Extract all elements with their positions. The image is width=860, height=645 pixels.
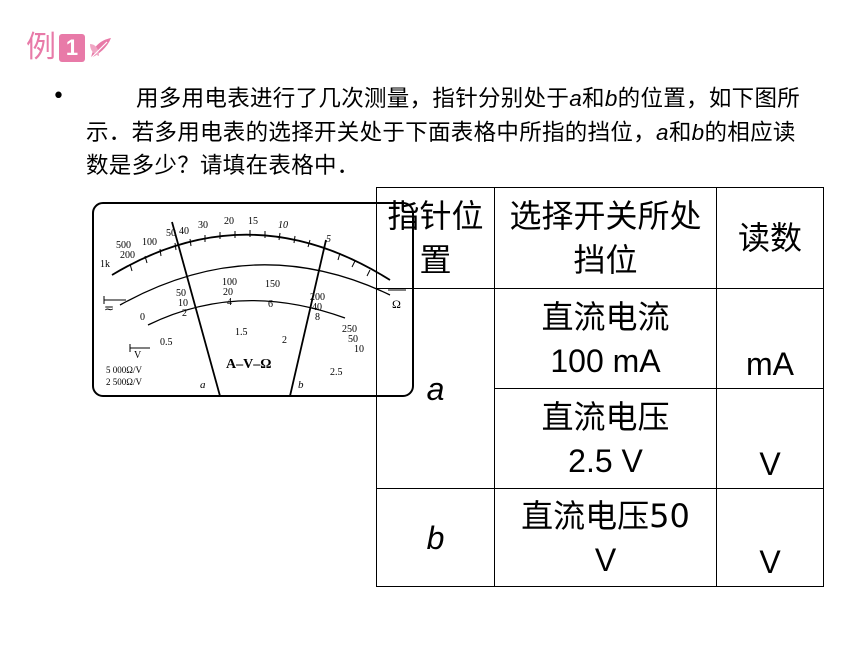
pointer-a [171,221,221,397]
ohm-label: 20 [224,216,234,227]
pointer-a-label: a [200,379,206,391]
ohm-label: 1k [100,259,110,270]
reading-cell[interactable]: V [716,488,824,587]
spec-label: 2 500Ω/V [106,377,142,387]
scale-label: 200 [310,292,325,303]
spec-label: 5 000Ω/V [106,365,142,375]
leaf-icon [90,38,111,59]
scale-label: 10 [178,298,188,309]
scale-label: 6 [268,299,273,310]
row-a-label: a [376,288,495,489]
scale-label: 8 [315,312,320,323]
ohm-label: 40 [179,226,189,237]
reading-cell[interactable]: mA [716,288,824,389]
scale-label: 100 [222,277,237,288]
multimeter-dial: 1k 500 200 100 50 40 30 20 15 10 5 Ω 100… [92,202,414,397]
ohm-label: 15 [248,216,258,227]
pointer-b [289,239,327,397]
header-setting: 选择开关所处挡位 [494,187,717,289]
v-symbol: V [134,350,142,361]
scale-label: 2 [182,308,187,319]
problem-text: 用多用电表进行了几次测量，指针分别处于a和b的位置，如下图所示．若多用电表的选择… [86,86,801,179]
ohm-label: 100 [142,237,157,248]
scale-label: 40 [312,302,322,313]
scale-label: 10 [354,344,364,355]
row-b-label: b [376,488,495,587]
scale-label: 0.5 [160,337,173,348]
header-position: 指针位置 [376,187,495,289]
pointer-b-label: b [298,379,304,391]
ohm-label: 50 [166,228,176,239]
ohm-label: 30 [198,220,208,231]
scale-label: 150 [265,279,280,290]
example-number: 1 [59,34,85,62]
scale-label: 0 [140,312,145,323]
scale-label: 50 [176,288,186,299]
scale-label: 1.5 [235,327,248,338]
ohm-label: 200 [120,250,135,261]
example-label: 例 [26,30,56,65]
ohm-label: 500 [116,240,131,251]
scale-label: 2 [282,335,287,346]
reading-cell[interactable]: V [716,388,824,489]
scale-label: 50 [348,334,358,345]
meter-brand: A–V–Ω [226,357,271,372]
example-badge: 例 1 [26,30,113,66]
scale-label: 20 [223,287,233,298]
scale-label: 4 [227,297,232,308]
bullet: • [52,84,65,109]
header-reading: 读数 [716,187,824,289]
dc-symbol: ≂ [104,301,114,315]
scale-label: 2.5 [330,367,343,378]
scale-label: 250 [342,324,357,335]
ohm-label: 5 [326,234,331,245]
ohm-label: 10 [278,220,288,231]
